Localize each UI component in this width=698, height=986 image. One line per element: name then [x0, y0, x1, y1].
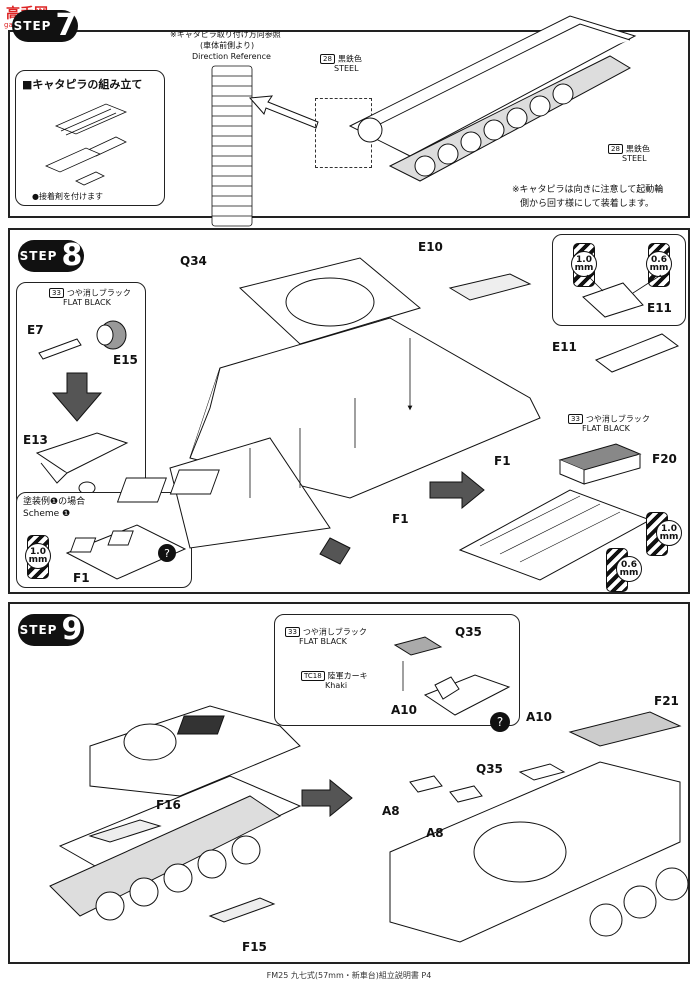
- paint-en: STEEL: [334, 64, 359, 74]
- paint-jp: つや消しブラック: [66, 288, 131, 298]
- step9-badge-number: 9: [61, 612, 83, 647]
- paint-en-2: STEEL: [622, 154, 647, 164]
- part-e11-main: E11: [552, 340, 577, 354]
- step7-badge: STEP 7: [12, 10, 78, 42]
- track-assembly-inset: ■キャタピラの組み立て ●接着剤を付けます: [15, 70, 165, 206]
- chassis-with-tracks-drawing: [348, 15, 637, 182]
- step9-progress-arrow: [301, 778, 353, 818]
- e11-inset: 1.0 mm 0.6 mm E11: [552, 234, 686, 326]
- step9-badge: STEP 9: [18, 614, 84, 646]
- direction-ref-jp2: (車体前側より): [200, 41, 255, 50]
- gauge-label-1: 1.0 mm: [25, 543, 51, 569]
- step8-badge-number: 8: [61, 238, 83, 273]
- part-f1-main: F1: [392, 512, 409, 526]
- paint-code-badge-2: 28: [608, 144, 623, 155]
- paint-jp-2: 黒鉄色: [625, 144, 650, 154]
- scheme-jp: 塗装例❶の場合: [23, 497, 86, 507]
- part-a8-left: A8: [382, 804, 400, 818]
- part-q35-main: Q35: [476, 762, 503, 776]
- paint-code-badge-2: 33: [568, 414, 583, 425]
- step7-panel: STEP 7 ■キャタピラの組み立て ●接着剤を付けます ※キャタピラ取り付け方…: [8, 10, 690, 227]
- gauge-label-5: 0.6 mm: [616, 556, 642, 582]
- step8-progress-arrow: [429, 470, 485, 510]
- glue-note: ●接着剤を付けます: [32, 192, 103, 201]
- svg-text:?: ?: [497, 715, 503, 729]
- step7-badge-number: 7: [55, 8, 77, 43]
- e11-main-drawing: [594, 333, 680, 373]
- part-f1-lower: F1: [494, 454, 511, 468]
- direction-ref-en: Direction Reference: [192, 52, 271, 61]
- f20-box-drawing: [558, 443, 642, 485]
- hull-upper-drawing: [116, 257, 541, 565]
- part-f16: F16: [156, 798, 181, 812]
- paint-en: FLAT BLACK: [299, 637, 347, 647]
- part-f15: F15: [242, 940, 267, 954]
- track-note-line1: ※キャタピラは向きに注意して起動輪: [512, 185, 664, 195]
- paint-code-badge: 28: [320, 54, 335, 65]
- part-e11-inset: E11: [647, 301, 672, 315]
- part-q34: Q34: [180, 254, 207, 268]
- part-a8-right: A8: [426, 826, 444, 840]
- e11-plate-drawing: [582, 274, 662, 318]
- scheme-plate-drawing: ?: [65, 524, 187, 580]
- wheel-parts-drawing: [35, 320, 129, 495]
- part-e7: E7: [27, 323, 44, 337]
- scheme-en: Scheme ❶: [23, 509, 71, 519]
- direction-ref-jp: ※キャタピラ取り付け方向参照: [170, 30, 281, 39]
- track-assembly-title: ■キャタピラの組み立て: [22, 78, 143, 91]
- part-f1-scheme: F1: [73, 571, 90, 585]
- paint-en: FLAT BLACK: [63, 298, 111, 308]
- step7-badge-word: STEP: [13, 19, 52, 33]
- page-footer: FM25 九七式(57mm・新車台)組立説明書 P4: [266, 971, 432, 980]
- hatch-inset-drawing: [393, 636, 511, 716]
- part-a10-main: A10: [526, 710, 552, 724]
- paint-jp: つや消しブラック: [302, 627, 367, 637]
- part-e10: E10: [418, 240, 443, 254]
- part-f21: F21: [654, 694, 679, 708]
- paint-en-2: FLAT BLACK: [582, 424, 630, 434]
- part-f20: F20: [652, 452, 677, 466]
- tank-right-drawing: ?: [389, 711, 689, 943]
- track-note-line2: 側から回す様にして装着します。: [520, 199, 654, 209]
- paint-jp: 黒鉄色: [337, 54, 362, 64]
- svg-text:?: ?: [164, 547, 170, 560]
- step8-badge-word: STEP: [19, 249, 58, 263]
- gauge-label-4: 1.0 mm: [656, 520, 682, 546]
- gauge-label-3: 0.6 mm: [646, 251, 672, 277]
- part-q35-inset: Q35: [455, 625, 482, 639]
- scheme1-inset: 塗装例❶の場合 Scheme ❶ 1.0 mm ? F1: [16, 492, 192, 588]
- part-e15: E15: [113, 353, 138, 367]
- direction-arrow: [248, 95, 319, 129]
- paint-jp-2: つや消しブラック: [585, 414, 650, 424]
- gauge-label-2: 1.0 mm: [571, 251, 597, 277]
- paint-jp-2: 陸軍カーキ: [327, 671, 368, 681]
- paint-en-2: Khaki: [325, 681, 348, 691]
- part-a10-inset: A10: [391, 703, 417, 717]
- part-e13: E13: [23, 433, 48, 447]
- tank-left-drawing: [49, 705, 302, 923]
- track-link-drawing: [45, 103, 128, 186]
- step8-badge: STEP 8: [18, 240, 84, 272]
- track-strip-drawing: [211, 65, 253, 227]
- step9-badge-word: STEP: [19, 623, 58, 637]
